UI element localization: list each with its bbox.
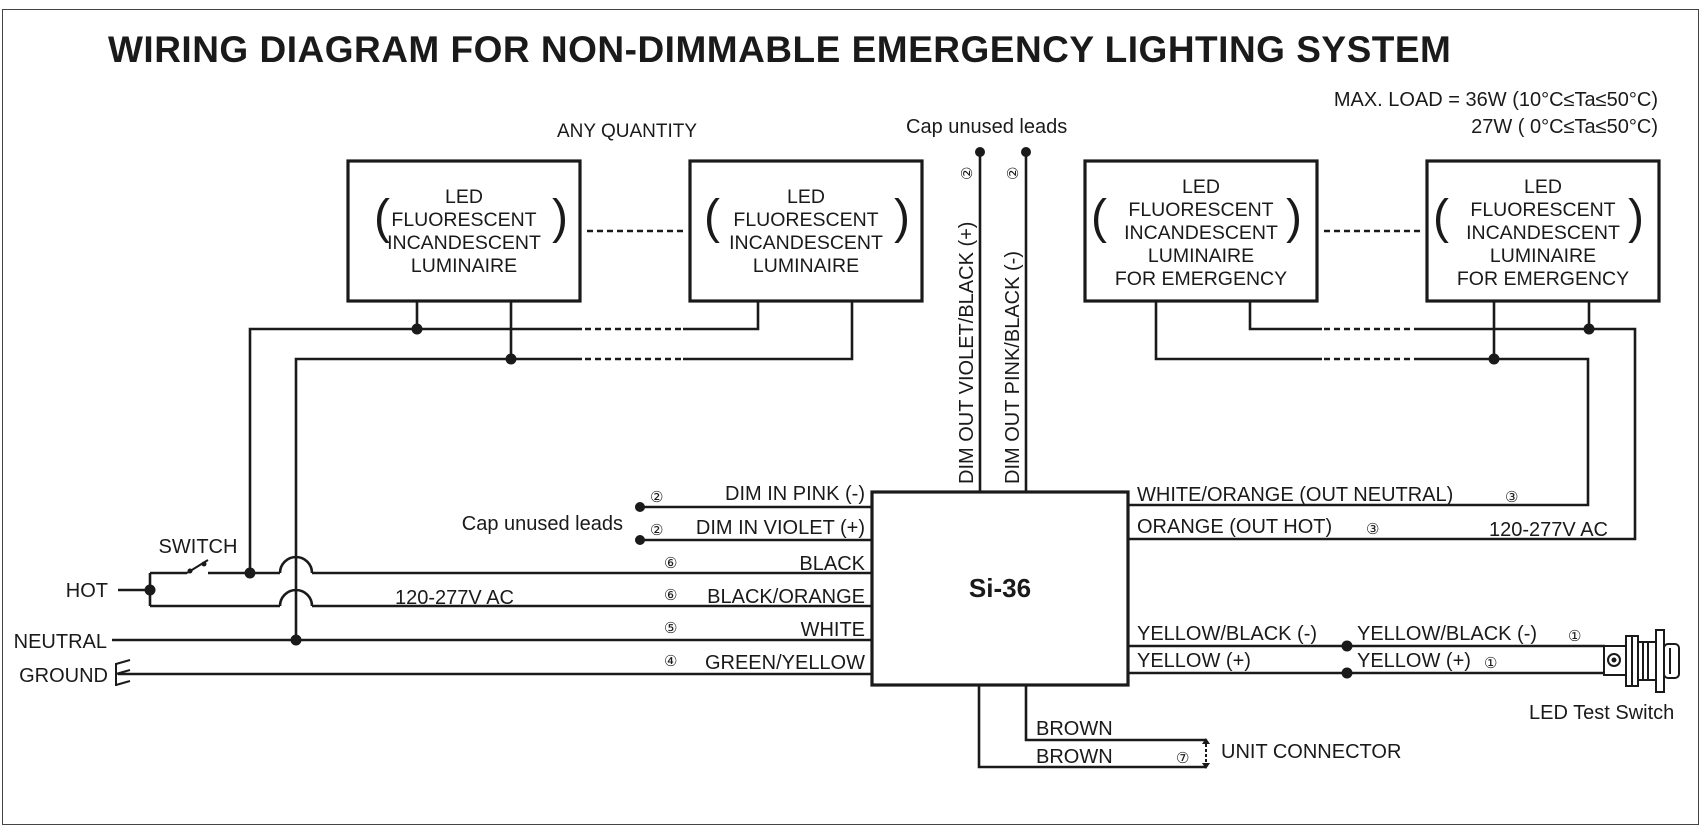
yellow-black-inner-label: YELLOW/BLACK (-)	[1137, 623, 1317, 645]
page-title: WIRING DIAGRAM FOR NON-DIMMABLE EMERGENC…	[108, 29, 1451, 70]
yellow-inner-label: YELLOW (+)	[1137, 650, 1251, 672]
hot-label: HOT	[66, 580, 108, 602]
luminaire-feed-wires	[248, 301, 854, 640]
luminaire-line: FLUORESCENT	[1128, 199, 1273, 221]
luminaire-line: LED	[1524, 176, 1562, 198]
black-num: ⑥	[664, 555, 677, 572]
luminaire-line: FLUORESCENT	[1470, 199, 1615, 221]
switch-label: SWITCH	[159, 536, 238, 558]
white-orange-label: WHITE/ORANGE (OUT NEUTRAL)	[1137, 484, 1453, 506]
yellow-num: ①	[1484, 655, 1497, 672]
emergency-luminaire-box-1: ( ) LEDFLUORESCENTINCANDESCENTLUMINAIREF…	[1083, 159, 1319, 303]
luminaire-line: LUMINAIRE	[753, 255, 859, 277]
mains-wiring: SWITCH HOT NEUTRAL GROUND	[14, 536, 872, 687]
led-test-switch-icon	[1603, 629, 1680, 693]
luminaire-line: INCANDESCENT	[1466, 222, 1620, 244]
white-num: ⑤	[664, 620, 677, 637]
max-load-line2: 27W ( 0°C≤Ta≤50°C)	[1471, 116, 1658, 138]
dim-out-pink-num: ②	[1005, 167, 1022, 180]
unit-connector-num: ⑦	[1176, 750, 1189, 767]
luminaire-line: LUMINAIRE	[1490, 245, 1596, 267]
test-switch-leads: YELLOW/BLACK (-) YELLOW/BLACK (-) ① YELL…	[1128, 623, 1605, 679]
luminaire-line: FLUORESCENT	[391, 209, 536, 231]
white-label: WHITE	[801, 619, 865, 641]
open-paren: (	[704, 191, 720, 244]
luminaire-line: FOR EMERGENCY	[1457, 268, 1629, 290]
dim-out-pink-label: DIM OUT PINK/BLACK (-)	[1002, 251, 1024, 484]
dim-in-violet-label: DIM IN VIOLET (+)	[696, 517, 865, 539]
unit-connector-leads: BROWN BROWN ⑦ UNIT CONNECTOR	[977, 685, 1401, 769]
emergency-feed-wires	[1128, 301, 1637, 541]
close-paren: )	[1628, 191, 1644, 244]
luminaire-line: INCANDESCENT	[387, 232, 541, 254]
cap-unused-top-label: Cap unused leads	[906, 116, 1067, 138]
dim-in-pink-label: DIM IN PINK (-)	[725, 483, 865, 505]
luminaire-line: LED	[787, 186, 825, 208]
dim-out-leads: DIM OUT VIOLET/BLACK (+) ② DIM OUT PINK/…	[956, 147, 1031, 492]
white-orange-num: ③	[1505, 489, 1518, 506]
ground-symbol	[115, 659, 131, 686]
any-quantity-label: ANY QUANTITY	[557, 121, 697, 142]
open-paren: (	[1433, 191, 1449, 244]
luminaire-line: FLUORESCENT	[733, 209, 878, 231]
luminaire-line: LUMINAIRE	[1148, 245, 1254, 267]
neutral-label: NEUTRAL	[14, 631, 107, 653]
si-36-module	[870, 490, 1130, 687]
luminaire-line: INCANDESCENT	[729, 232, 883, 254]
luminaire-line: FOR EMERGENCY	[1115, 268, 1287, 290]
brown-label-1: BROWN	[1036, 718, 1113, 740]
green-yellow-label: GREEN/YELLOW	[705, 652, 865, 674]
open-paren: (	[374, 191, 390, 244]
ac-left-label: 120-277V AC	[395, 587, 514, 609]
close-paren: )	[1286, 191, 1302, 244]
luminaire-line: LUMINAIRE	[411, 255, 517, 277]
luminaire-line: LED	[445, 186, 483, 208]
yellow-black-outer-label: YELLOW/BLACK (-)	[1357, 623, 1537, 645]
yellow-outer-label: YELLOW (+)	[1357, 650, 1471, 672]
left-leads: Cap unused leads ② DIM IN PINK (-) ② DIM…	[395, 483, 872, 674]
test-switch-label: LED Test Switch	[1529, 702, 1674, 724]
black-label: BLACK	[799, 553, 865, 575]
dim-in-violet-num: ②	[650, 522, 663, 539]
module-name: Si-36	[969, 573, 1031, 603]
black-orange-num: ⑥	[664, 587, 677, 604]
black-orange-label: BLACK/ORANGE	[707, 586, 865, 608]
orange-label: ORANGE (OUT HOT)	[1137, 516, 1332, 538]
close-paren: )	[894, 191, 910, 244]
emergency-luminaire-box-2: ( ) LEDFLUORESCENTINCANDESCENTLUMINAIREF…	[1425, 159, 1661, 303]
luminaire-line: LED	[1182, 176, 1220, 198]
dim-out-violet-num: ②	[959, 167, 976, 180]
ac-right-label: 120-277V AC	[1489, 519, 1608, 541]
green-yellow-num: ④	[664, 653, 677, 670]
ground-label: GROUND	[19, 665, 108, 687]
dim-out-violet-label: DIM OUT VIOLET/BLACK (+)	[956, 222, 978, 484]
unit-connector-label: UNIT CONNECTOR	[1221, 741, 1401, 763]
brown-label-2: BROWN	[1036, 746, 1113, 768]
luminaire-line: INCANDESCENT	[1124, 222, 1278, 244]
orange-num: ③	[1366, 521, 1379, 538]
open-paren: (	[1091, 191, 1107, 244]
yellow-black-num: ①	[1568, 628, 1581, 645]
right-leads: WHITE/ORANGE (OUT NEUTRAL) ③ ORANGE (OUT…	[1137, 484, 1608, 541]
cap-unused-left-label: Cap unused leads	[462, 513, 623, 535]
max-load-line1: MAX. LOAD = 36W (10°C≤Ta≤50°C)	[1334, 89, 1658, 111]
dim-in-pink-num: ②	[650, 489, 663, 506]
close-paren: )	[552, 191, 568, 244]
